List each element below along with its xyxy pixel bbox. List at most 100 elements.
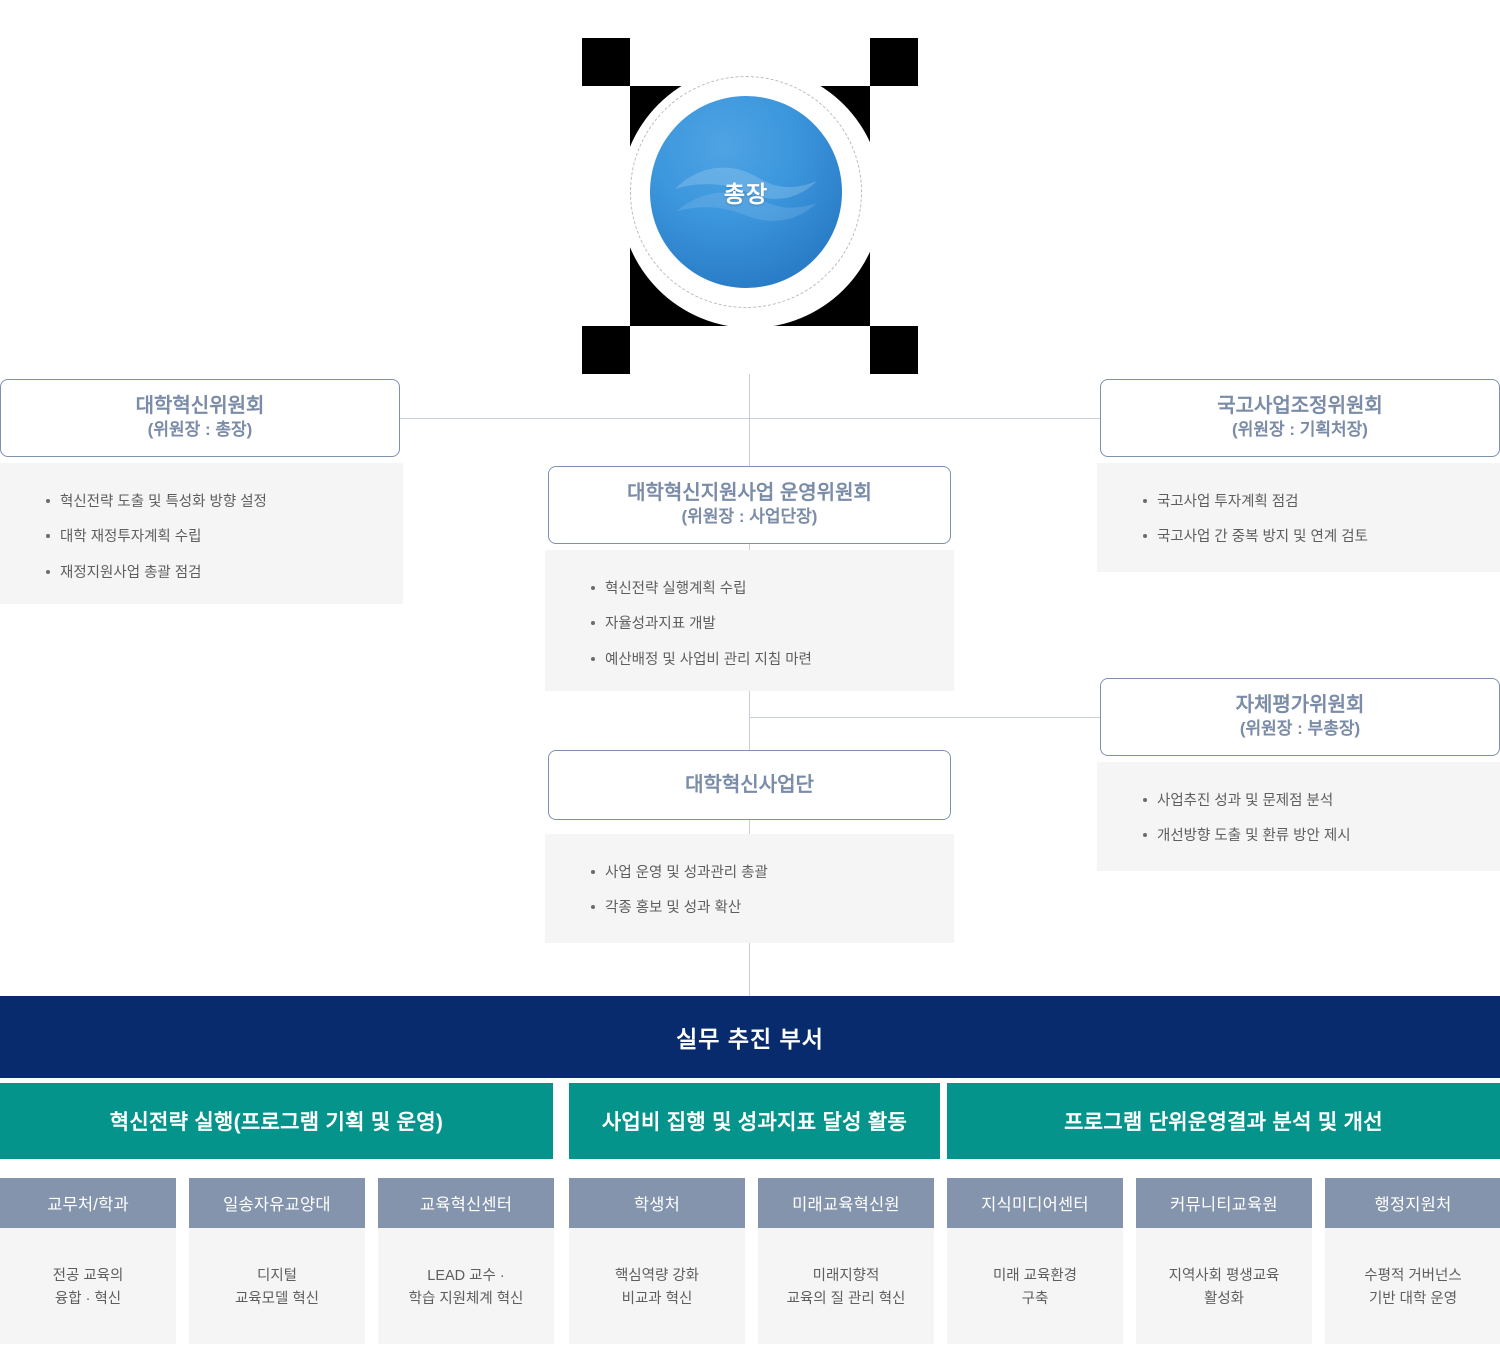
department-card-future-education-institute[interactable]: 미래교육혁신원 미래지향적 교육의 질 관리 혁신 — [758, 1178, 934, 1344]
department-desc-line2: 기반 대학 운영 — [1368, 1291, 1458, 1307]
department-body: 수평적 거버넌스 기반 대학 운영 — [1325, 1228, 1500, 1344]
president-dashed-ring — [630, 76, 862, 308]
department-name: 미래교육혁신원 — [792, 1196, 900, 1214]
department-header: 미래교육혁신원 — [758, 1178, 934, 1228]
department-name: 교무처/학과 — [47, 1196, 129, 1214]
department-desc-line2: 교육의 질 관리 혁신 — [786, 1291, 906, 1307]
group-bar-budget-performance[interactable]: 사업비 집행 및 성과지표 달성 활동 — [569, 1083, 940, 1159]
committee-subtitle: (위원장 : 기획처장) — [1232, 420, 1368, 440]
department-desc-line2: 교육모델 혁신 — [234, 1291, 320, 1307]
list-item: 국고사업 간 중복 방지 및 연계 검토 — [1143, 526, 1474, 548]
committee-desc-steering: 혁신전략 실행계획 수립 자율성과지표 개발 예산배정 및 사업비 관리 지침 … — [545, 550, 954, 691]
working-departments-banner: 실무 추진 부서 — [0, 996, 1500, 1078]
group-bar-strategy-execution[interactable]: 혁신전략 실행(프로그램 기획 및 운영) — [0, 1083, 553, 1159]
department-desc-line1: 미래지향적 — [812, 1267, 880, 1284]
list-item: 혁신전략 실행계획 수립 — [591, 578, 928, 600]
committee-subtitle: (위원장 : 부총장) — [1239, 719, 1361, 739]
committee-box-national-project-coordination[interactable]: 국고사업조정위원회 (위원장 : 기획처장) — [1100, 379, 1500, 457]
department-header: 행정지원처 — [1325, 1178, 1500, 1228]
department-body: 미래 교육환경 구축 — [947, 1228, 1123, 1344]
connector-president-to-center — [749, 352, 750, 472]
committee-desc-list: 국고사업 투자계획 점검 국고사업 간 중복 방지 및 연계 검토 — [1127, 491, 1474, 549]
president-label: 총장 — [723, 181, 769, 207]
committee-desc-list: 혁신전략 도출 및 특성화 방향 설정 대학 재정투자계획 수립 재정지원사업 … — [30, 491, 377, 584]
committee-box-university-innovation[interactable]: 대학혁신위원회 (위원장 : 총장) — [0, 379, 400, 457]
list-item: 각종 홍보 및 성과 확산 — [591, 897, 928, 919]
list-item: 혁신전략 도출 및 특성화 방향 설정 — [46, 491, 377, 513]
list-item: 재정지원사업 총괄 점검 — [46, 562, 377, 584]
list-item: 사업 운영 및 성과관리 총괄 — [591, 862, 928, 884]
committee-box-steering[interactable]: 대학혁신지원사업 운영위원회 (위원장 : 사업단장) — [548, 466, 951, 544]
list-item: 대학 재정투자계획 수립 — [46, 526, 377, 548]
department-desc-line1: 지역사회 평생교육 — [1168, 1267, 1280, 1284]
department-desc-line2: 활성화 — [1203, 1291, 1245, 1307]
department-card-administrative-support[interactable]: 행정지원처 수평적 거버넌스 기반 대학 운영 — [1325, 1178, 1500, 1344]
department-desc-line2: 구축 — [1021, 1291, 1049, 1307]
department-header: 지식미디어센터 — [947, 1178, 1123, 1228]
department-body: 미래지향적 교육의 질 관리 혁신 — [758, 1228, 934, 1344]
group-label: 프로그램 단위운영결과 분석 및 개선 — [1064, 1111, 1383, 1134]
department-header: 교육혁신센터 — [378, 1178, 554, 1228]
department-desc-line2: 학습 지원체계 혁신 — [408, 1291, 524, 1307]
committee-title: 자체평가위원회 — [1235, 694, 1365, 717]
group-label: 사업비 집행 및 성과지표 달성 활동 — [601, 1111, 908, 1134]
committee-desc-university-innovation: 혁신전략 도출 및 특성화 방향 설정 대학 재정투자계획 수립 재정지원사업 … — [0, 463, 403, 604]
committee-desc-list: 혁신전략 실행계획 수립 자율성과지표 개발 예산배정 및 사업비 관리 지침 … — [575, 578, 928, 671]
connector-horizontal-lower — [749, 717, 1102, 718]
list-item: 자율성과지표 개발 — [591, 613, 928, 635]
department-desc-line1: 미래 교육환경 — [992, 1267, 1078, 1284]
department-desc-line1: LEAD 교수 · — [427, 1267, 505, 1284]
group-label: 혁신전략 실행(프로그램 기획 및 운영) — [109, 1111, 444, 1134]
department-header: 일송자유교양대 — [189, 1178, 365, 1228]
committee-desc-project-group: 사업 운영 및 성과관리 총괄 각종 홍보 및 성과 확산 — [545, 834, 954, 943]
department-body: 지역사회 평생교육 활성화 — [1136, 1228, 1312, 1344]
department-card-academic-affairs[interactable]: 교무처/학과 전공 교육의 융합 · 혁신 — [0, 1178, 176, 1344]
department-name: 지식미디어센터 — [981, 1196, 1089, 1214]
department-desc-line1: 디지털 — [256, 1267, 298, 1284]
president-medallion: 총장 — [582, 38, 918, 374]
department-desc-line2: 비교과 혁신 — [621, 1291, 693, 1307]
committee-desc-national-project-coordination: 국고사업 투자계획 점검 국고사업 간 중복 방지 및 연계 검토 — [1097, 463, 1500, 572]
corner-mask-bottom — [630, 326, 870, 374]
department-desc-line1: 전공 교육의 — [52, 1267, 124, 1284]
committee-title: 대학혁신위원회 — [135, 395, 265, 418]
department-card-ilsong-liberal-arts[interactable]: 일송자유교양대 디지털 교육모델 혁신 — [189, 1178, 365, 1344]
department-card-community-education-institute[interactable]: 커뮤니티교육원 지역사회 평생교육 활성화 — [1136, 1178, 1312, 1344]
list-item: 예산배정 및 사업비 관리 지침 마련 — [591, 649, 928, 671]
department-body: LEAD 교수 · 학습 지원체계 혁신 — [378, 1228, 554, 1344]
department-body: 디지털 교육모델 혁신 — [189, 1228, 365, 1344]
group-bar-analysis-improvement[interactable]: 프로그램 단위운영결과 분석 및 개선 — [947, 1083, 1500, 1159]
committee-title: 국고사업조정위원회 — [1217, 395, 1383, 418]
banner-title: 실무 추진 부서 — [676, 1026, 824, 1052]
list-item: 개선방향 도출 및 환류 방안 제시 — [1143, 825, 1474, 847]
department-header: 커뮤니티교육원 — [1136, 1178, 1312, 1228]
list-item: 사업추진 성과 및 문제점 분석 — [1143, 790, 1474, 812]
department-body: 전공 교육의 융합 · 혁신 — [0, 1228, 176, 1344]
department-desc-line1: 핵심역량 강화 — [614, 1267, 700, 1284]
committee-title: 대학혁신지원사업 운영위원회 — [627, 482, 872, 505]
department-name: 학생처 — [633, 1196, 681, 1214]
committee-box-project-group[interactable]: 대학혁신사업단 — [548, 750, 951, 820]
committee-title: 대학혁신사업단 — [685, 773, 814, 796]
department-card-student-affairs[interactable]: 학생처 핵심역량 강화 비교과 혁신 — [569, 1178, 745, 1344]
committee-subtitle: (위원장 : 총장) — [147, 420, 253, 440]
department-header: 교무처/학과 — [0, 1178, 176, 1228]
department-header: 학생처 — [569, 1178, 745, 1228]
department-card-education-innovation-center[interactable]: 교육혁신센터 LEAD 교수 · 학습 지원체계 혁신 — [378, 1178, 554, 1344]
committee-desc-list: 사업 운영 및 성과관리 총괄 각종 홍보 및 성과 확산 — [575, 862, 928, 920]
department-desc-line1: 수평적 거버넌스 — [1364, 1267, 1462, 1284]
committee-box-self-evaluation[interactable]: 자체평가위원회 (위원장 : 부총장) — [1100, 678, 1500, 756]
list-item: 국고사업 투자계획 점검 — [1143, 491, 1474, 513]
connector-horizontal-upper — [398, 418, 1102, 419]
department-card-knowledge-media-center[interactable]: 지식미디어센터 미래 교육환경 구축 — [947, 1178, 1123, 1344]
committee-desc-list: 사업추진 성과 및 문제점 분석 개선방향 도출 및 환류 방안 제시 — [1127, 790, 1474, 848]
department-name: 일송자유교양대 — [223, 1196, 331, 1214]
department-name: 행정지원처 — [1374, 1196, 1452, 1214]
committee-desc-self-evaluation: 사업추진 성과 및 문제점 분석 개선방향 도출 및 환류 방안 제시 — [1097, 762, 1500, 871]
department-body: 핵심역량 강화 비교과 혁신 — [569, 1228, 745, 1344]
department-name: 커뮤니티교육원 — [1170, 1196, 1278, 1214]
committee-subtitle: (위원장 : 사업단장) — [681, 507, 818, 527]
president-node[interactable]: 총장 — [650, 96, 842, 288]
department-desc-line2: 융합 · 혁신 — [54, 1291, 122, 1307]
